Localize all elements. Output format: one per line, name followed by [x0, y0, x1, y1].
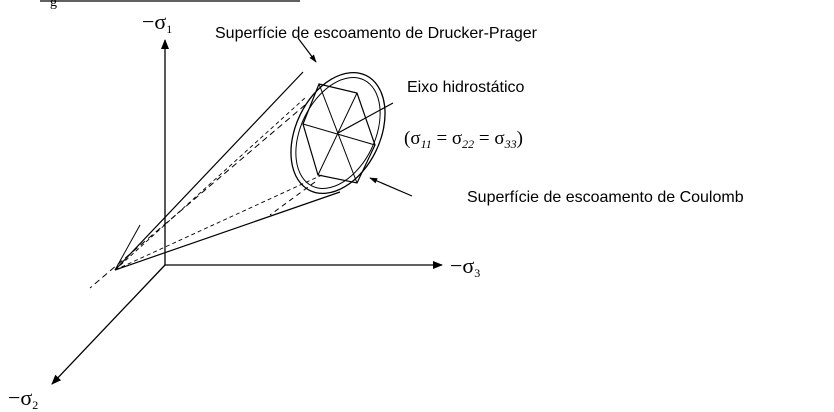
- hydrostatic-equation: (σ11 = σ22 = σ33): [404, 128, 523, 151]
- hydrostatic-axis-dashed: [89, 104, 306, 289]
- drucker-prager-ellipse-inner: [295, 77, 381, 189]
- label-hydrostatic-axis: Eixo hidrostático: [407, 79, 524, 96]
- drucker-prager-leader: [297, 37, 317, 63]
- label-coulomb: Superfície de escoamento de Coulomb: [467, 189, 744, 206]
- coulomb-hexagon: [302, 83, 376, 184]
- cone-generator-top: [114, 71, 304, 271]
- hydrostatic-axis-inner-dashed: [269, 181, 316, 216]
- label-sigma1: −σ1: [142, 9, 172, 36]
- pyramid-edge-1: [114, 96, 307, 271]
- hexagon-diagonal-3: [302, 123, 376, 146]
- label-sigma3: −σ3: [450, 253, 480, 280]
- hydrostatic-axis-line: [337, 102, 394, 134]
- drucker-prager-ellipse: [290, 71, 386, 195]
- label-sigma2: −σ2: [8, 385, 38, 412]
- cone-generator-bottom: [114, 191, 341, 271]
- cone-generator-left: [114, 224, 141, 271]
- label-drucker-prager: Superfície de escoamento de Drucker-Prag…: [215, 25, 538, 42]
- header-fragment: g: [50, 0, 57, 10]
- axis-sigma2: [51, 264, 166, 385]
- pyramid-edge-2: [114, 174, 323, 271]
- coulomb-leader: [369, 177, 413, 197]
